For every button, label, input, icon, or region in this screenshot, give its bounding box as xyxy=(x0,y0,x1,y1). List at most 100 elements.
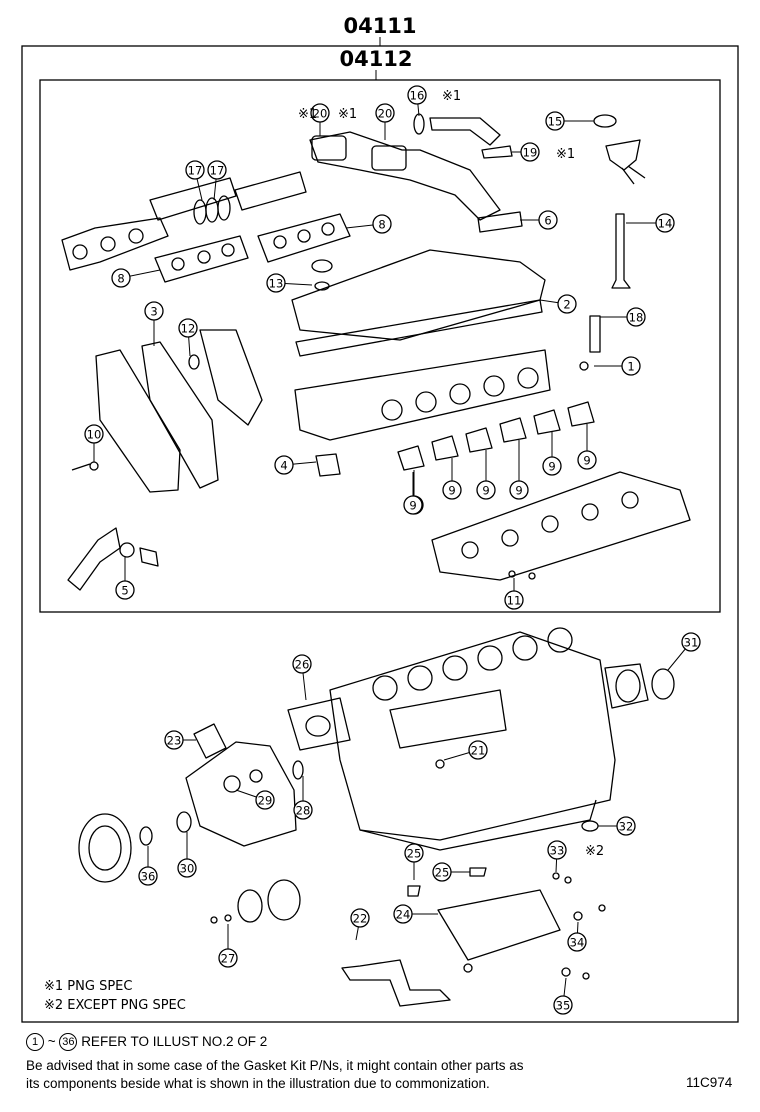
range-reference-text: REFER TO ILLUST NO.2 OF 2 xyxy=(81,1034,268,1049)
callout-25-extra-8: 25 xyxy=(404,843,424,880)
callout-layer: 12345678910111213141516※1171819※120※1212… xyxy=(84,85,701,1015)
svg-text:5: 5 xyxy=(121,584,128,598)
svg-text:12: 12 xyxy=(181,322,196,336)
upper-parts xyxy=(61,113,691,591)
svg-text:6: 6 xyxy=(544,214,551,228)
svg-text:34: 34 xyxy=(570,936,585,950)
kit-inner-frame xyxy=(39,79,721,613)
svg-text:17: 17 xyxy=(188,164,203,178)
range-separator: ~ xyxy=(47,1034,56,1049)
svg-text:11: 11 xyxy=(507,594,522,608)
callout-20-note: ※1 xyxy=(298,107,317,122)
svg-text:24: 24 xyxy=(396,908,411,922)
svg-text:17: 17 xyxy=(210,164,225,178)
callout-9-extra-1: 9 xyxy=(403,472,423,515)
callout-4: 4 xyxy=(274,455,317,475)
svg-text:25: 25 xyxy=(407,847,422,861)
callout-9-extra-5: 9 xyxy=(577,424,597,470)
svg-text:26: 26 xyxy=(295,658,310,672)
figure-code: 11C974 xyxy=(686,1075,733,1090)
callout-32: 32 xyxy=(598,816,636,836)
callout-19: 19 xyxy=(512,142,540,162)
svg-text:36: 36 xyxy=(141,870,156,884)
callout-12: 12 xyxy=(178,318,198,357)
callout-13: 13 xyxy=(266,273,313,293)
gasket-kit-diagram: 04111 04112 xyxy=(21,14,739,1023)
svg-text:9: 9 xyxy=(583,454,590,468)
callout-6: 6 xyxy=(520,210,558,230)
callout-17-extra-6: 17 xyxy=(207,160,227,201)
svg-text:19: 19 xyxy=(523,146,538,160)
callout-22: 22 xyxy=(350,908,370,941)
callout-20-note-extra-0: ※1 xyxy=(338,107,357,122)
callout-16-note: ※1 xyxy=(442,89,461,104)
legend-note-2: ※2 EXCEPT PNG SPEC xyxy=(44,998,186,1013)
callout-10: 10 xyxy=(84,424,104,462)
callout-15: 15 xyxy=(545,111,594,131)
callout-17: 17 xyxy=(185,160,205,201)
callout-33: 33 xyxy=(547,840,567,873)
callout-16: 16 xyxy=(407,85,427,117)
svg-text:20: 20 xyxy=(378,107,393,121)
svg-text:8: 8 xyxy=(117,272,124,286)
svg-text:13: 13 xyxy=(269,277,284,291)
callout-9-extra-2: 9 xyxy=(476,450,496,500)
callout-24: 24 xyxy=(393,904,438,924)
svg-text:16: 16 xyxy=(410,89,425,103)
callout-27: 27 xyxy=(218,924,238,968)
callout-26: 26 xyxy=(292,654,312,701)
callout-19-note: ※1 xyxy=(556,147,575,162)
svg-text:9: 9 xyxy=(448,484,455,498)
svg-text:9: 9 xyxy=(548,460,555,474)
callout-20: 20 xyxy=(310,103,330,136)
callout-9-extra-3: 9 xyxy=(509,440,529,500)
callout-30: 30 xyxy=(177,832,197,878)
svg-text:23: 23 xyxy=(167,734,182,748)
svg-text:33: 33 xyxy=(550,844,565,858)
svg-text:9: 9 xyxy=(482,484,489,498)
svg-text:14: 14 xyxy=(658,217,673,231)
svg-text:30: 30 xyxy=(180,862,195,876)
callout-9: 9 xyxy=(442,458,462,500)
callout-9-extra-4: 9 xyxy=(542,432,562,476)
svg-text:10: 10 xyxy=(87,428,102,442)
svg-text:27: 27 xyxy=(221,952,236,966)
svg-text:28: 28 xyxy=(296,804,311,818)
callout-31: 31 xyxy=(667,632,701,671)
callout-25: 25 xyxy=(432,862,470,882)
svg-text:20: 20 xyxy=(313,107,328,121)
lower-parts xyxy=(78,627,675,1007)
callout-14: 14 xyxy=(626,213,675,233)
svg-text:32: 32 xyxy=(619,820,634,834)
callout-35: 35 xyxy=(553,977,573,1015)
svg-text:29: 29 xyxy=(258,794,273,808)
kit-outer-frame xyxy=(21,45,739,1023)
callout-23: 23 xyxy=(164,730,196,750)
callout-2: 2 xyxy=(539,294,577,314)
callout-36: 36 xyxy=(138,846,158,886)
kit-number-outer: 04111 xyxy=(343,14,416,38)
footnote-range: 1 ~ 36 REFER TO ILLUST NO.2 OF 2 xyxy=(26,1033,268,1052)
advisory-line-1: Be advised that in some case of the Gask… xyxy=(26,1058,524,1073)
range-end-callout: 36 xyxy=(59,1033,78,1052)
callout-33-note: ※2 xyxy=(585,844,604,859)
svg-text:9: 9 xyxy=(515,484,522,498)
svg-text:2: 2 xyxy=(563,298,570,312)
svg-text:31: 31 xyxy=(684,636,699,650)
callout-11: 11 xyxy=(504,578,524,610)
svg-text:9: 9 xyxy=(409,499,416,513)
svg-text:4: 4 xyxy=(280,459,287,473)
svg-text:25: 25 xyxy=(435,866,450,880)
callout-34: 34 xyxy=(567,921,587,952)
advisory-line-2: its components beside what is shown in t… xyxy=(26,1076,490,1091)
range-start-callout: 1 xyxy=(26,1033,44,1052)
kit-number-inner: 04112 xyxy=(339,47,412,71)
svg-text:1: 1 xyxy=(627,360,634,374)
svg-text:22: 22 xyxy=(353,912,368,926)
svg-text:3: 3 xyxy=(150,305,157,319)
callout-8-extra-0: 8 xyxy=(111,268,161,288)
callout-18: 18 xyxy=(600,307,646,327)
callout-1: 1 xyxy=(594,356,641,376)
svg-text:15: 15 xyxy=(548,115,563,129)
callout-3: 3 xyxy=(144,301,164,346)
